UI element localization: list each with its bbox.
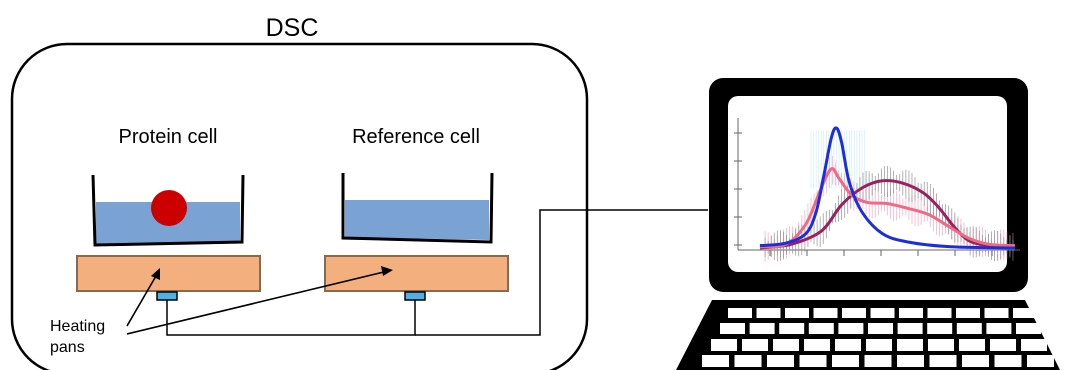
protein-cell-label: Protein cell bbox=[119, 126, 218, 148]
series-line bbox=[759, 167, 1016, 249]
heating-pans-label-line2: pans bbox=[50, 339, 85, 356]
keyboard-key bbox=[728, 308, 752, 318]
keyboard-key bbox=[767, 355, 794, 367]
keyboard-key bbox=[813, 308, 838, 318]
keyboard-key bbox=[832, 355, 859, 367]
dsc-thermogram-chart bbox=[734, 118, 1020, 262]
protein-heating-pan bbox=[76, 255, 261, 292]
computer-wire bbox=[415, 209, 708, 336]
keyboard-key bbox=[808, 323, 834, 334]
keyboard-key bbox=[1027, 355, 1054, 367]
keyboard-key bbox=[711, 339, 737, 351]
keyboard-key bbox=[928, 339, 954, 351]
keyboard-key bbox=[956, 323, 982, 334]
dsc-title: DSC bbox=[266, 14, 319, 42]
laptop-keyboard bbox=[702, 308, 1054, 367]
laptop bbox=[676, 78, 1060, 370]
keyboard-key bbox=[785, 308, 809, 318]
keyboard-key bbox=[804, 339, 830, 351]
chart-y-ticks bbox=[734, 132, 742, 246]
chart-series bbox=[759, 126, 1016, 262]
keyboard-key bbox=[1016, 323, 1041, 334]
series-line bbox=[759, 126, 1016, 250]
reference-cell-liquid bbox=[345, 200, 489, 240]
keyboard-key bbox=[899, 308, 923, 318]
keyboard-key bbox=[702, 355, 729, 367]
protein-cell bbox=[91, 174, 245, 247]
protein-molecule bbox=[151, 190, 187, 226]
protein-sensor bbox=[156, 291, 178, 301]
heating-pans-label-line1: Heating bbox=[50, 318, 105, 335]
keyboard-key bbox=[779, 323, 805, 334]
keyboard-key bbox=[742, 339, 768, 351]
keyboard-key bbox=[990, 339, 1016, 351]
chart-x-ticks bbox=[769, 250, 993, 256]
keyboard-key bbox=[835, 339, 861, 351]
keyboard-key bbox=[994, 355, 1022, 367]
keyboard-key bbox=[959, 339, 985, 351]
keyboard-key bbox=[870, 308, 895, 318]
keyboard-key bbox=[838, 323, 864, 334]
reference-cell-container bbox=[341, 172, 494, 244]
dsc-instrument-box bbox=[10, 42, 589, 370]
series-line bbox=[759, 179, 1016, 250]
keyboard-key bbox=[929, 355, 957, 367]
protein-cell-container bbox=[91, 174, 245, 247]
keyboard-key bbox=[986, 323, 1012, 334]
keyboard-key bbox=[897, 339, 923, 351]
reference-cell bbox=[341, 172, 494, 244]
reference-sensor bbox=[404, 291, 426, 301]
keyboard-key bbox=[720, 323, 745, 334]
keyboard-key bbox=[756, 308, 781, 318]
keyboard-key bbox=[734, 355, 762, 367]
keyboard-key bbox=[984, 308, 1009, 318]
keyboard-key bbox=[1013, 308, 1037, 318]
keyboard-key bbox=[1021, 339, 1047, 351]
keyboard-key bbox=[897, 323, 923, 334]
keyboard-key bbox=[868, 323, 893, 334]
sensor-wire bbox=[166, 300, 416, 336]
keyboard-key bbox=[749, 323, 775, 334]
keyboard-key bbox=[956, 308, 980, 318]
keyboard-key bbox=[864, 355, 892, 367]
keyboard-key bbox=[773, 339, 799, 351]
keyboard-key bbox=[927, 323, 953, 334]
heating-pans-arrows bbox=[126, 266, 393, 335]
keyboard-key bbox=[799, 355, 827, 367]
keyboard-key bbox=[897, 355, 924, 367]
keyboard-key bbox=[866, 339, 892, 351]
keyboard-key bbox=[842, 308, 866, 318]
reference-cell-label: Reference cell bbox=[352, 126, 480, 148]
reference-heating-pan bbox=[324, 255, 509, 292]
keyboard-key bbox=[962, 355, 989, 367]
keyboard-key bbox=[927, 308, 952, 318]
